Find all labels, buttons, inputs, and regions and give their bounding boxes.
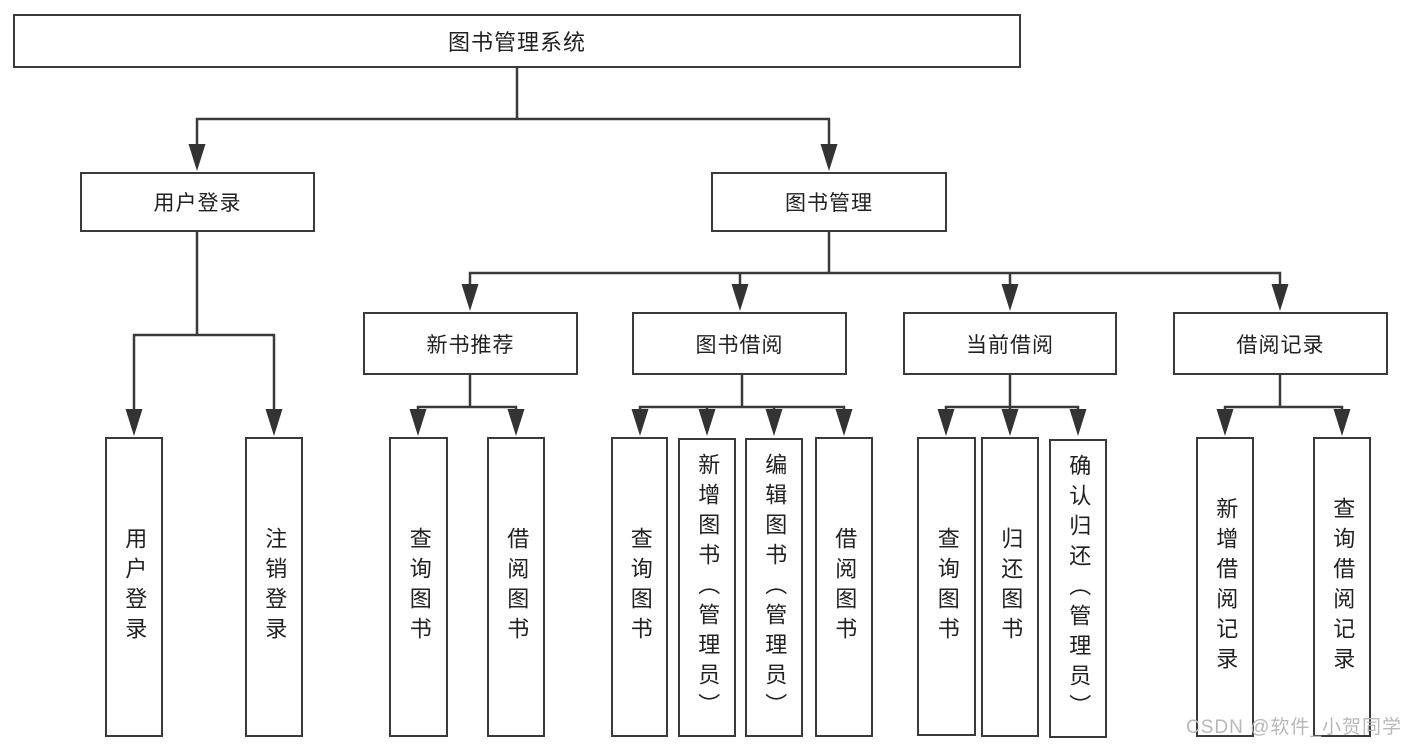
node-current-borrowing: 当前借阅 <box>903 312 1117 375</box>
leaf-borrowing-borrow-books: 借阅图书 <box>815 437 873 737</box>
leaf-logout: 注销登录 <box>245 437 303 737</box>
leaf-recommend-borrow-books: 借阅图书 <box>487 437 545 737</box>
leaf-label: 编辑图书（管理员） <box>762 452 788 723</box>
leaf-label: 借阅图书 <box>504 527 530 647</box>
leaf-current-query-books: 查询图书 <box>917 437 976 736</box>
node-book-borrowing: 图书借阅 <box>632 312 847 375</box>
node-user-login: 用户登录 <box>80 172 315 232</box>
leaf-label: 查询图书 <box>627 527 653 647</box>
leaf-add-borrow-record: 新增借阅记录 <box>1196 437 1254 737</box>
node-label: 用户登录 <box>153 192 242 215</box>
node-label: 新书推荐 <box>426 333 515 357</box>
leaf-label: 新增借阅记录 <box>1213 497 1239 677</box>
node-label: 图书管理 <box>785 192 873 215</box>
node-label: 当前借阅 <box>966 333 1054 357</box>
leaf-confirm-return-admin: 确认归还（管理员） <box>1049 439 1107 738</box>
arrowheads <box>125 144 1351 436</box>
leaf-user-login: 用户登录 <box>105 437 163 737</box>
leaf-borrowing-query-books: 查询图书 <box>611 437 668 737</box>
leaf-label: 借阅图书 <box>832 527 858 647</box>
node-label: 借阅记录 <box>1236 333 1325 357</box>
leaf-label: 查询借阅记录 <box>1330 497 1356 677</box>
leaf-label: 查询图书 <box>406 527 432 647</box>
leaf-add-books-admin: 新增图书（管理员） <box>678 438 736 737</box>
node-library-management-system: 图书管理系统 <box>13 14 1021 68</box>
node-new-book-recommendation: 新书推荐 <box>363 312 578 375</box>
leaf-label: 确认归还（管理员） <box>1066 453 1092 724</box>
leaf-recommend-query-books: 查询图书 <box>389 437 448 737</box>
leaf-edit-books-admin: 编辑图书（管理员） <box>745 438 803 737</box>
leaf-label: 用户登录 <box>122 527 148 647</box>
leaf-label: 注销登录 <box>262 527 288 647</box>
leaf-return-books: 归还图书 <box>981 437 1039 737</box>
leaf-query-borrow-record: 查询借阅记录 <box>1313 437 1371 737</box>
node-book-management: 图书管理 <box>711 172 947 232</box>
leaf-label: 归还图书 <box>998 527 1024 647</box>
node-borrowing-records: 借阅记录 <box>1173 312 1388 375</box>
node-label: 图书管理系统 <box>447 30 586 55</box>
csdn-watermark: CSDN @软件_小贺同学 <box>1186 717 1402 738</box>
leaf-label: 新增图书（管理员） <box>695 452 721 723</box>
node-label: 图书借阅 <box>695 333 784 357</box>
leaf-label: 查询图书 <box>934 526 960 647</box>
